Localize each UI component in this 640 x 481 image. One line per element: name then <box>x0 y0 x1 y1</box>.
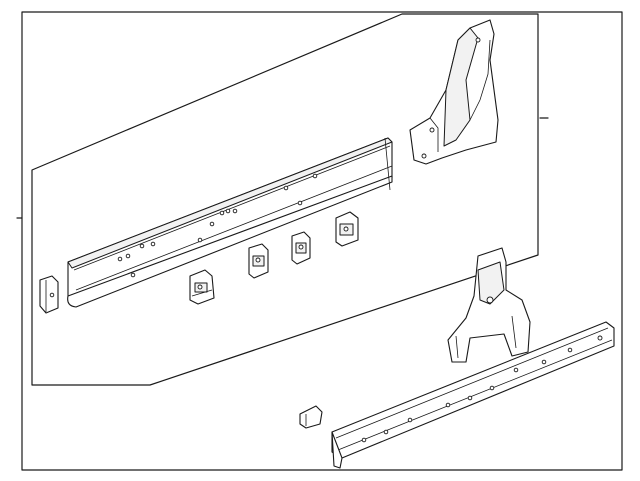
reinforcement-bracket-2 <box>248 243 269 279</box>
rocker-end-bracket <box>39 275 59 314</box>
reinforcement-bracket-1 <box>189 269 215 305</box>
rocker-panel-outer <box>331 321 615 469</box>
outer-frame <box>16 11 623 471</box>
assembly-group-outline <box>31 13 539 386</box>
rocker-panel-inner <box>67 137 393 308</box>
reinforcement-bracket-4 <box>335 211 359 247</box>
hinge-pillar <box>409 19 499 165</box>
center-pillar <box>447 247 531 363</box>
small-clip <box>299 405 323 429</box>
reinforcement-bracket-3 <box>291 231 311 265</box>
